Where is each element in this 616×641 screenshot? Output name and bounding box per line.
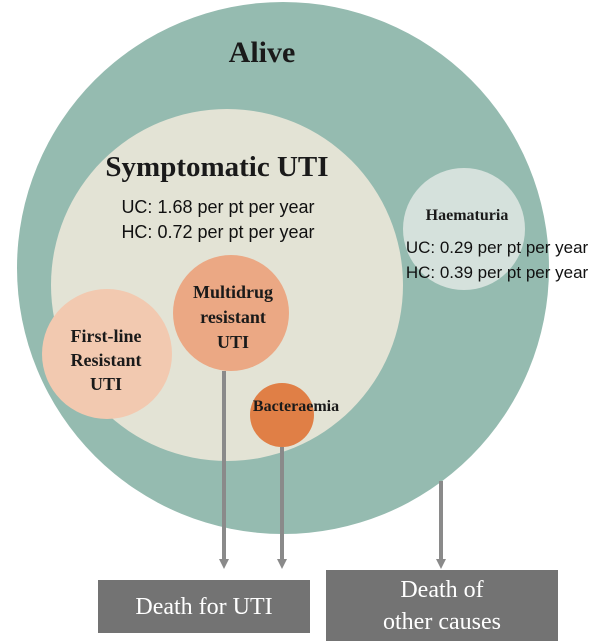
multidrug-resistant-uti-label-line2: resistant (200, 307, 266, 327)
bacteraemia-label: Bacteraemia (253, 398, 339, 415)
first-line-resistant-uti-label-line2: Resistant (71, 350, 142, 370)
multidrug-resistant-uti-label-line3: UTI (217, 332, 249, 352)
first-line-resistant-uti-label-line3: UTI (90, 374, 122, 394)
bacteraemia-circle (250, 383, 314, 447)
symptomatic-uti-label: Symptomatic UTI (105, 151, 328, 183)
first-line-resistant-uti-label-line1: First-line (71, 326, 142, 346)
death-uti-label: Death for UTI (135, 594, 272, 620)
symptomatic-uti-rate-hc: HC: 0.72 per pt per year (121, 222, 314, 242)
haematuria-rate-uc: UC: 0.29 per pt per year (406, 238, 589, 257)
death-uti-box (98, 580, 310, 633)
alive-label: Alive (229, 36, 296, 69)
symptomatic-uti-rate-uc: UC: 1.68 per pt per year (121, 197, 314, 217)
first-line-resistant-uti-circle (42, 289, 172, 419)
haematuria-rate-hc: HC: 0.39 per pt per year (406, 263, 589, 282)
multidrug-resistant-uti-label-line1: Multidrug (193, 282, 273, 302)
death-other-label-line2: other causes (383, 609, 501, 635)
multidrug-resistant-uti-circle (173, 255, 289, 371)
death-other-box (326, 570, 558, 641)
haematuria-label: Haematuria (426, 207, 509, 224)
haematuria-circle (403, 168, 525, 290)
death-other-label-line1: Death of (400, 577, 483, 603)
